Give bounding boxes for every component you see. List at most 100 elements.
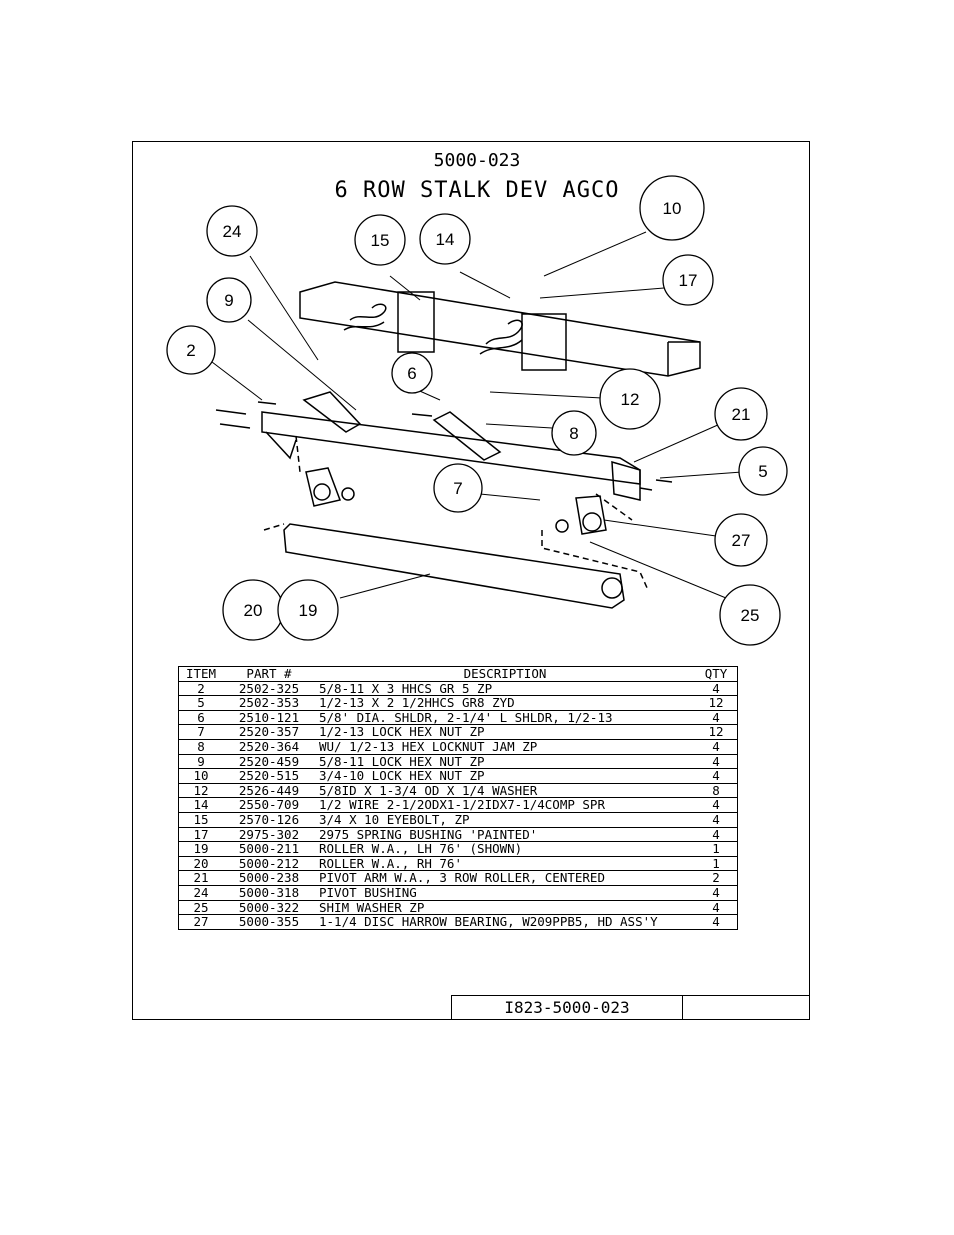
- cell-description: SHIM WASHER ZP: [319, 899, 425, 915]
- cell-qty: 4: [712, 899, 720, 915]
- cell-item: 17: [193, 826, 209, 842]
- cell-item: 15: [193, 811, 209, 827]
- cell-item: 5: [197, 695, 205, 711]
- callout-bubble: [433, 463, 483, 513]
- cell-qty: 1: [712, 841, 720, 857]
- mount-plate-left: [397, 291, 435, 353]
- cell-qty: 4: [712, 768, 720, 784]
- callout-bubble: [714, 387, 768, 441]
- cell-qty: 4: [712, 811, 720, 827]
- table-row: 10 2520-515 3/4-10 LOCK HEX NUT ZP 4: [178, 768, 738, 784]
- callout-label: 10: [663, 199, 682, 218]
- header-description: DESCRIPTION: [463, 666, 547, 681]
- bearing-left: [305, 467, 342, 507]
- cell-part-number: 5000-212: [238, 855, 300, 871]
- cell-qty: 12: [708, 695, 724, 711]
- cell-item: 7: [197, 724, 205, 740]
- cell-qty: 4: [712, 753, 720, 769]
- table-row: 9 2520-459 5/8-11 LOCK HEX NUT ZP 4: [178, 753, 738, 769]
- cell-qty: 2: [712, 870, 720, 886]
- cell-part-number: 5000-322: [238, 899, 300, 915]
- callout-bubble: [719, 584, 781, 646]
- table-row: 19 5000-211 ROLLER W.A., LH 76' (SHOWN) 1: [178, 841, 738, 857]
- cell-part-number: 2502-325: [238, 680, 300, 696]
- callout-bubble: [166, 325, 216, 375]
- table-row: 27 5000-355 1-1/4 DISC HARROW BEARING, W20…: [178, 914, 738, 930]
- cell-description: 1-1/4 DISC HARROW BEARING, W209PPB5, HD …: [319, 914, 658, 930]
- cell-description: PIVOT BUSHING: [319, 884, 417, 900]
- cell-item: 12: [193, 782, 209, 798]
- cell-part-number: 5000-211: [238, 841, 300, 857]
- cell-qty: 1: [712, 855, 720, 871]
- cell-item: 6: [197, 709, 205, 725]
- cell-description: 5/8-11 X 3 HHCS GR 5 ZP: [319, 680, 493, 696]
- cell-part-number: 2520-515: [238, 768, 300, 784]
- callout-bubble: [354, 214, 406, 266]
- cell-part-number: 2520-459: [238, 753, 300, 769]
- callout-label: 12: [621, 390, 640, 409]
- cell-description: 5/8' DIA. SHLDR, 2-1/4' L SHLDR, 1/2-13: [319, 709, 613, 725]
- callout-label: 8: [569, 424, 578, 443]
- leader-lines: [211, 231, 743, 599]
- callout-label: 9: [224, 291, 233, 310]
- spring-left: [343, 303, 387, 331]
- callout-bubble: [599, 368, 661, 430]
- drawing-number: 5000-023: [433, 150, 521, 171]
- callout-label: 25: [741, 606, 760, 625]
- cell-qty: 4: [712, 738, 720, 754]
- callout-bubbles: [166, 175, 788, 646]
- cell-item: 21: [193, 870, 209, 886]
- cell-item: 9: [197, 753, 205, 769]
- parts-list-table: ITEM PART # DESCRIPTION QTY 2 2502-325 5/8…: [178, 666, 738, 930]
- cell-qty: 4: [712, 826, 720, 842]
- cell-part-number: 2526-449: [238, 782, 300, 798]
- cell-part-number: 5000-318: [238, 884, 300, 900]
- callout-label: 24: [223, 222, 242, 241]
- roller: [283, 523, 625, 609]
- callout-bubble: [738, 446, 788, 496]
- cell-item: 8: [197, 738, 205, 754]
- exploded-assembly-drawing: 10 24 15 14 17 9 2 6 12 8 21 5 7 27 20 1…: [166, 175, 788, 646]
- cell-description: ROLLER W.A., RH 76': [319, 855, 462, 871]
- cell-description: PIVOT ARM W.A., 3 ROW ROLLER, CENTERED: [319, 870, 605, 886]
- cell-item: 27: [193, 914, 209, 930]
- cell-description: 3/4-10 LOCK HEX NUT ZP: [319, 768, 485, 784]
- callout-label: 20: [244, 601, 263, 620]
- arm-bracket-left: [302, 391, 362, 433]
- callout-bubble: [639, 175, 705, 241]
- cell-item: 10: [193, 768, 209, 784]
- header-qty: QTY: [704, 666, 728, 681]
- cell-part-number: 5000-355: [238, 914, 300, 930]
- cell-part-number: 2510-121: [238, 709, 300, 725]
- cell-description: 5/8-11 LOCK HEX NUT ZP: [319, 753, 485, 769]
- cell-description: 5/8ID X 1-3/4 OD X 1/4 WASHER: [319, 782, 538, 798]
- frame-tube: [299, 281, 701, 377]
- cell-part-number: 2520-364: [238, 738, 300, 754]
- table-row: 6 2510-121 5/8' DIA. SHLDR, 2-1/4' L SHLDR…: [178, 709, 738, 725]
- cell-item: 19: [193, 841, 209, 857]
- arm-bracket-right: [432, 411, 502, 461]
- callout-label: 19: [299, 601, 318, 620]
- cell-qty: 4: [712, 914, 720, 930]
- parts-table-header: ITEM PART # DESCRIPTION QTY: [178, 666, 738, 682]
- callout-label: 15: [371, 231, 390, 250]
- title-block: I823-5000-023: [451, 995, 810, 1020]
- callout-label: 2: [186, 341, 195, 360]
- callout-label: 7: [453, 479, 462, 498]
- callout-labels: 10 24 15 14 17 9 2 6 12 8 21 5 7 27 20 1…: [186, 199, 767, 625]
- cell-part-number: 2502-353: [238, 695, 300, 711]
- cell-description: 3/4 X 10 EYEBOLT, ZP: [319, 811, 470, 827]
- callout-label: 6: [407, 364, 416, 383]
- callout-bubble: [277, 579, 339, 641]
- callout-bubble: [391, 352, 433, 394]
- cell-item: 14: [193, 797, 209, 813]
- cell-description: ROLLER W.A., LH 76' (SHOWN): [319, 841, 523, 857]
